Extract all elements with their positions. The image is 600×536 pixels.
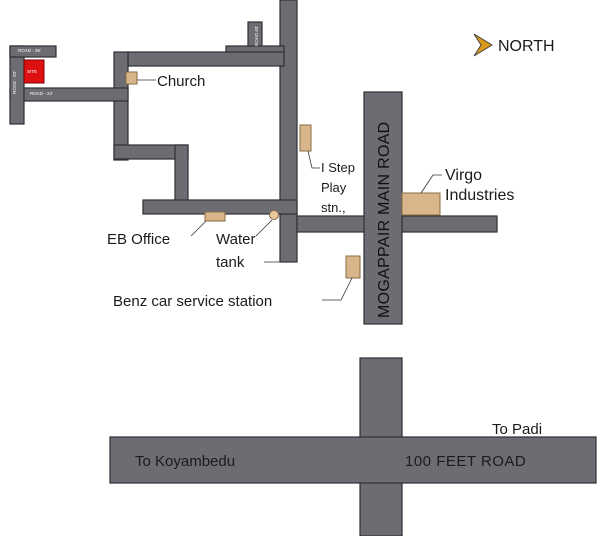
road-35: [9, 45, 57, 58]
benz-marker: [345, 255, 361, 279]
istep-label-3: stn.,: [321, 200, 346, 215]
istep-marker: [299, 124, 312, 152]
church-label: Church: [157, 73, 205, 90]
church-marker: [125, 71, 138, 85]
virgo-marker: [401, 192, 441, 216]
benz-leader: [322, 277, 353, 301]
road-24: [9, 87, 129, 102]
main-north-road: [279, 0, 298, 263]
road-35-label: ROAD - 35': [18, 48, 41, 53]
eb-office-leader: [190, 220, 207, 237]
lower-road-network: [109, 357, 597, 536]
road-33-label: ROAD - 33': [12, 71, 17, 94]
loop-road-side: [174, 144, 189, 203]
istep-label-1: I Step: [321, 160, 355, 175]
water-tank-label-1: Water: [216, 231, 255, 248]
water-tank-leader: [255, 219, 273, 237]
church-branch-road: [127, 51, 285, 67]
hundred-feet-road-label: 100 FEET ROAD: [405, 453, 526, 470]
site-plot: [23, 59, 45, 84]
virgo-label-2: Industries: [445, 187, 514, 204]
north-arrow-icon: [473, 33, 493, 57]
north-label: NORTH: [498, 38, 555, 55]
istep-label-2: Play: [321, 180, 347, 195]
benz-label: Benz car service station: [113, 293, 272, 310]
water-tank-marker: [269, 210, 279, 220]
road-40-label: ROAD 40': [254, 26, 259, 46]
eb-office-label: EB Office: [107, 231, 170, 248]
to-koyambedu-label: To Koyambedu: [135, 453, 235, 470]
virgo-leader: [420, 174, 442, 194]
istep-leader: [307, 150, 320, 169]
mogappair-road-label: MOGAPPAIR MAIN ROAD: [376, 121, 393, 318]
upper-road-network: [9, 0, 498, 325]
eb-office-marker: [204, 211, 226, 222]
hundred-feet-road: [109, 436, 597, 484]
site-label: SITE: [27, 69, 37, 74]
virgo-label-1: Virgo: [445, 167, 482, 184]
water-tank-label-2: tank: [216, 254, 245, 271]
road-24-label: ROAD - 24': [30, 91, 53, 96]
to-padi-label: To Padi: [492, 421, 542, 438]
church-vertical-road: [113, 51, 129, 161]
